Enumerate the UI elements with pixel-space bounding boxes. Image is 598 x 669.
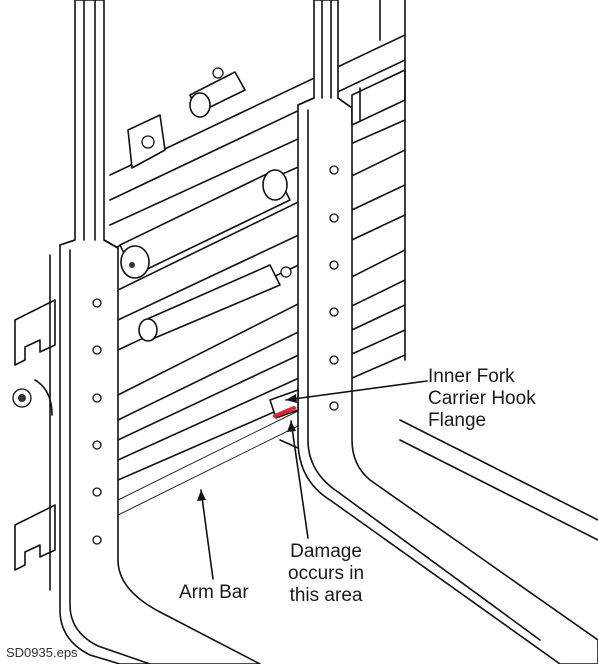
cylinders xyxy=(119,67,292,342)
hook-flange-label-line: Inner Fork xyxy=(428,366,515,387)
hook-flange-label-line: Carrier Hook xyxy=(428,388,536,409)
right-carriage xyxy=(351,0,598,541)
arm-bar-label: Arm Bar xyxy=(179,582,249,603)
right-arm-holes xyxy=(329,165,339,411)
hook-flange-label-line: Flange xyxy=(428,410,487,431)
hook-flange-label: Inner Fork Carrier Hook Flange xyxy=(428,366,536,432)
damage-label: Damage occurs in this area xyxy=(288,541,364,607)
carriage-rails xyxy=(109,34,406,516)
leader-lines xyxy=(197,380,428,580)
left-brackets xyxy=(12,254,56,591)
damage-highlight xyxy=(273,406,296,418)
left-fork-arm xyxy=(59,0,261,665)
damage-label-line: occurs in xyxy=(288,563,365,584)
damage-label-line: this area xyxy=(289,585,363,606)
file-name-label: SD0935.eps xyxy=(6,645,78,660)
left-arm-holes xyxy=(92,298,102,545)
right-fork-arm xyxy=(297,0,598,665)
damage-label-line: Damage xyxy=(290,541,362,562)
